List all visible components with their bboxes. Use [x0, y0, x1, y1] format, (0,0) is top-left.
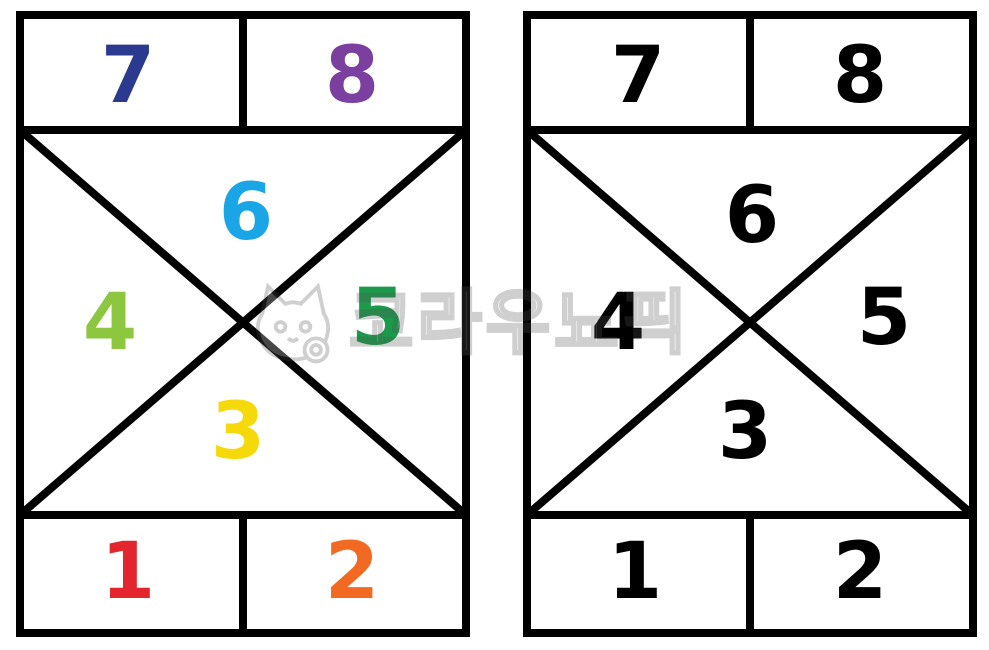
left-number-8: 8 [325, 31, 379, 121]
left-number-6: 6 [219, 168, 273, 258]
left-number-3: 3 [211, 387, 265, 477]
right-number-2: 2 [833, 527, 887, 617]
left-number-5: 5 [351, 273, 405, 363]
left-diagonal-b [17, 126, 469, 519]
left-number-1: 1 [101, 527, 155, 617]
right-card [523, 11, 977, 637]
right-number-1: 1 [608, 527, 662, 617]
left-number-2: 2 [325, 527, 379, 617]
left-number-4: 4 [83, 278, 137, 368]
left-card-numbers: 7 8 6 4 5 3 1 2 [83, 31, 405, 617]
left-card [16, 11, 470, 637]
right-card-numbers: 7 8 6 4 5 3 1 2 [591, 31, 911, 617]
left-number-7: 7 [101, 31, 155, 121]
right-number-5: 5 [857, 273, 911, 363]
right-diagonal-b [524, 126, 976, 519]
right-number-3: 3 [718, 387, 772, 477]
right-number-7: 7 [611, 31, 665, 121]
right-number-8: 8 [833, 31, 887, 121]
right-number-6: 6 [725, 171, 779, 261]
right-number-4: 4 [591, 278, 645, 368]
